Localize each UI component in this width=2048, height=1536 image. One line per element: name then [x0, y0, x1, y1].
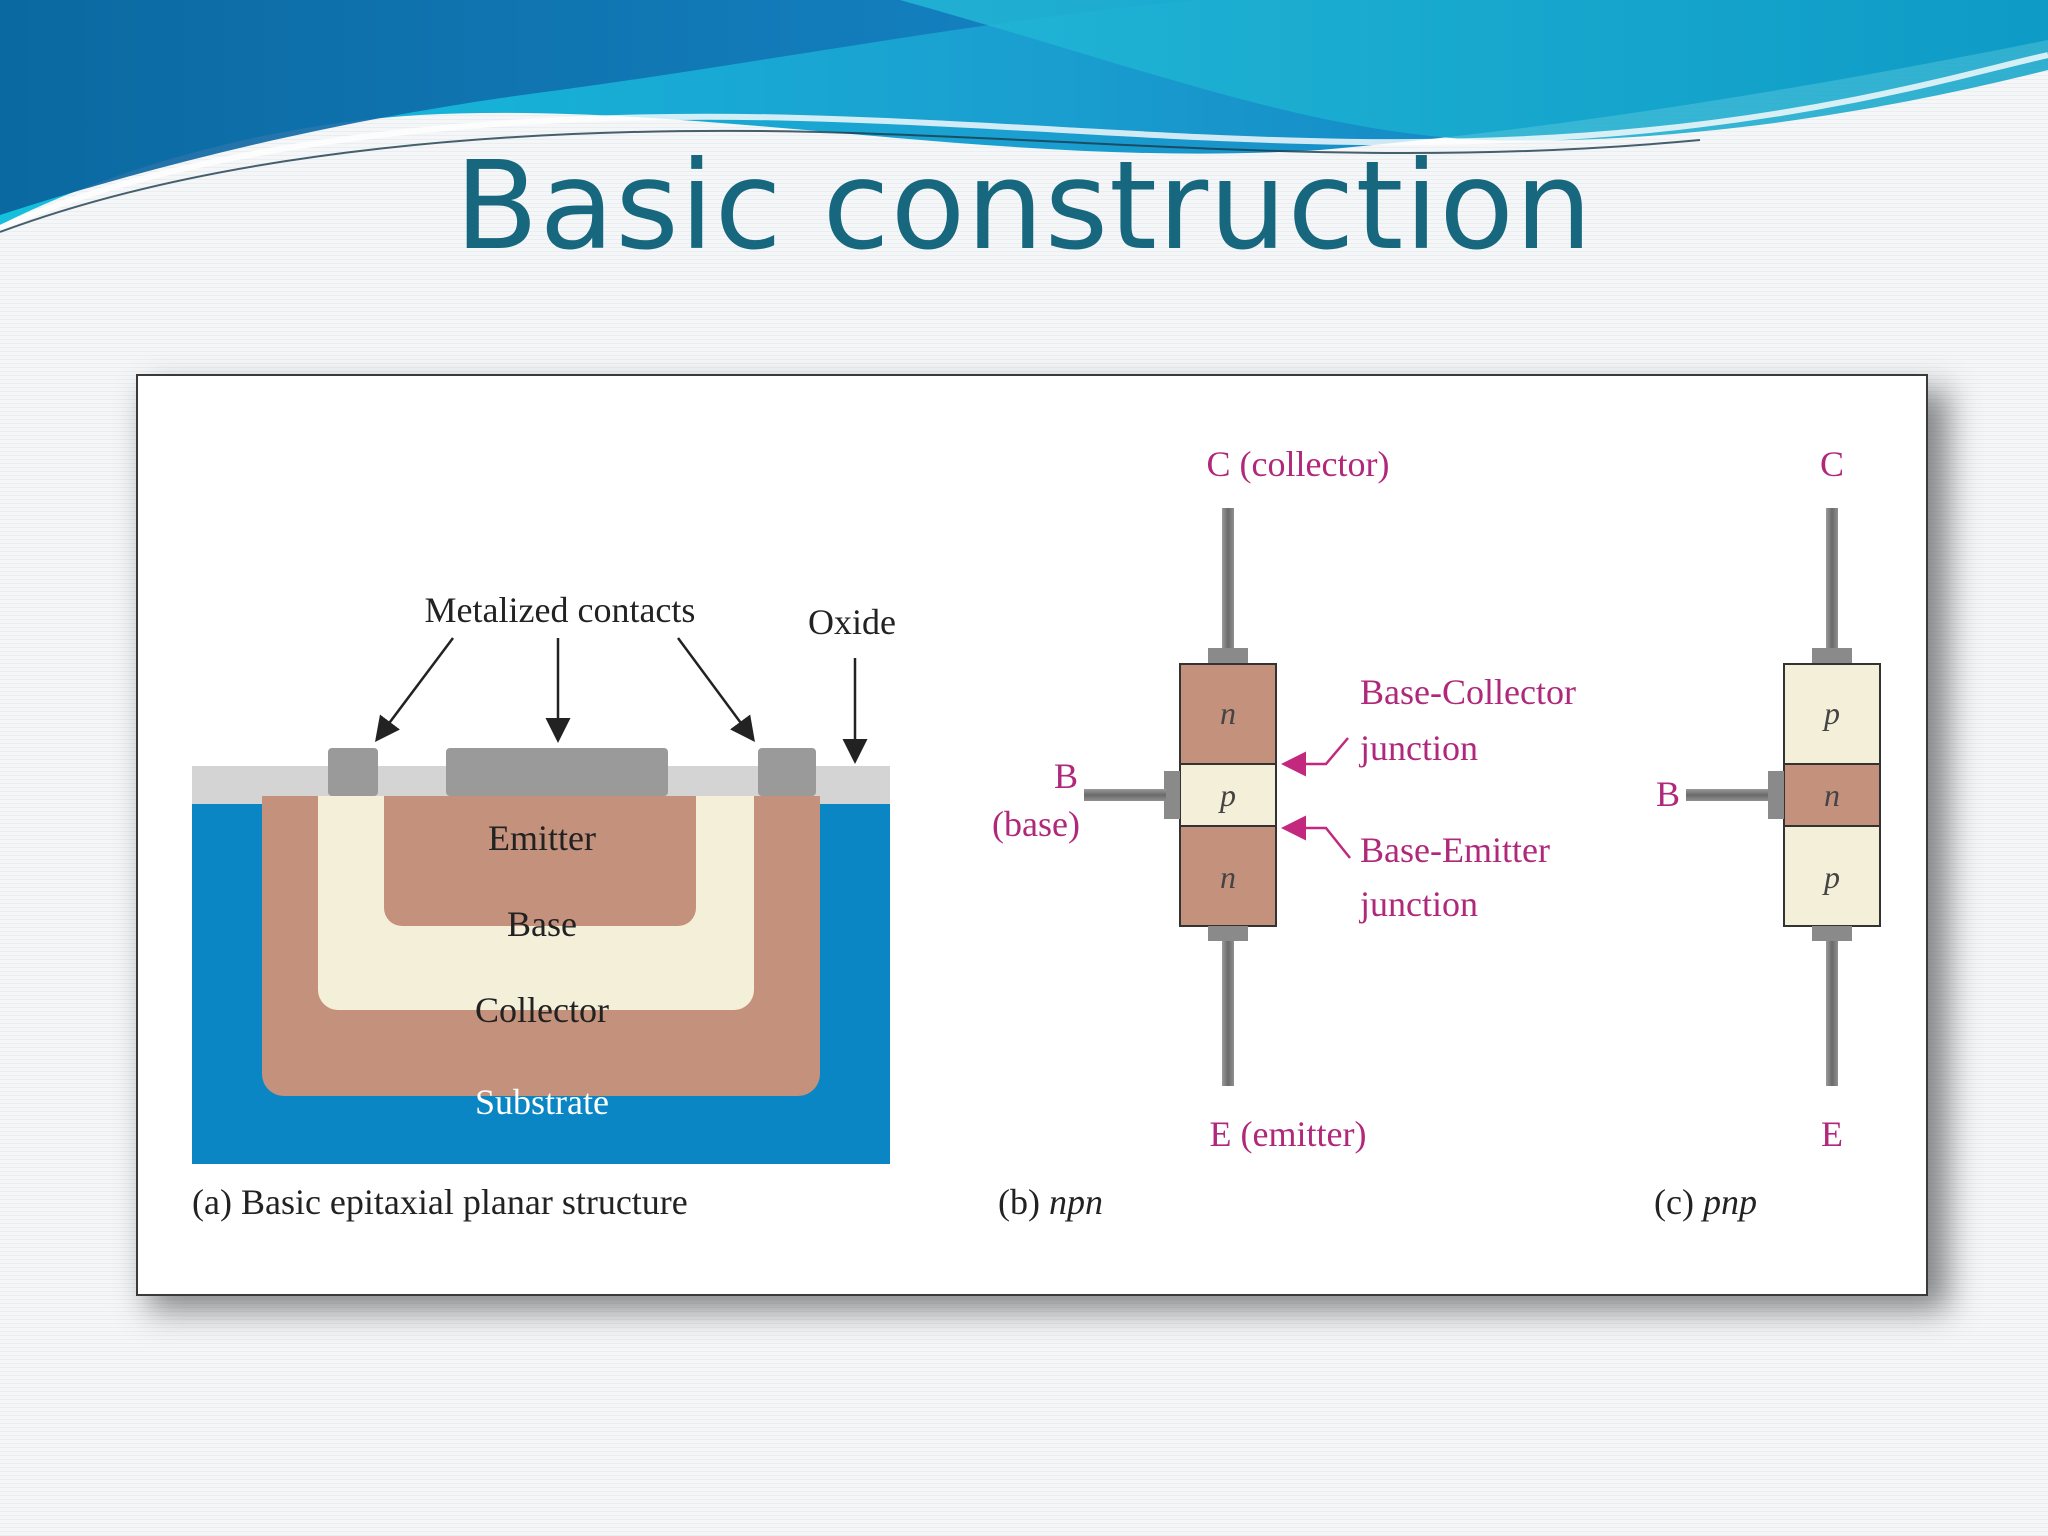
pnp-top-layer-label: p — [1822, 695, 1840, 731]
be-junction-line2: junction — [1358, 884, 1478, 924]
npn-emitter-lead — [1222, 941, 1234, 1086]
pnp-base-lead — [1686, 789, 1768, 801]
contact-arrow-right — [676, 637, 755, 743]
caption-c: (c) pnp — [1654, 1182, 1757, 1222]
emitter-top-fill — [384, 796, 696, 826]
oxide-label: Oxide — [808, 602, 896, 642]
base-label: Base — [507, 904, 577, 944]
npn-collector-cap — [1208, 648, 1248, 663]
npn-collector-label: C (collector) — [1207, 444, 1390, 484]
pnp-collector-lead — [1826, 508, 1838, 653]
planar-structure-diagram: Metalized contacts Oxide Emitter Base Co… — [192, 590, 896, 1222]
bc-junction-line1: Base-Collector — [1360, 672, 1576, 712]
pnp-layer-bot — [1783, 825, 1881, 927]
transistor-figure: Metalized contacts Oxide Emitter Base Co… — [136, 374, 1928, 1296]
caption-b: (b) npn — [998, 1182, 1103, 1222]
pnp-layer-top — [1783, 663, 1881, 765]
pnp-emitter-lead — [1826, 941, 1838, 1086]
npn-base-cap — [1164, 771, 1180, 819]
metal-contact-right — [758, 748, 816, 796]
pnp-collector-cap — [1812, 648, 1852, 663]
pnp-base-cap — [1768, 771, 1784, 819]
npn-layer-mid — [1179, 763, 1277, 827]
pnp-collector-label: C — [1820, 444, 1844, 484]
be-junction-line1: Base-Emitter — [1360, 830, 1550, 870]
emitter-label: Emitter — [488, 818, 596, 858]
metalized-contacts-label: Metalized contacts — [425, 590, 696, 630]
npn-layer-bot — [1179, 825, 1277, 927]
npn-emitter-cap — [1208, 926, 1248, 941]
substrate-label: Substrate — [475, 1082, 609, 1122]
metal-contact-left — [328, 748, 378, 796]
npn-layer-top — [1179, 663, 1277, 765]
npn-mid-layer-label: p — [1218, 777, 1236, 813]
npn-bot-layer-label: n — [1220, 859, 1236, 895]
collector-label: Collector — [475, 990, 609, 1030]
npn-base-lead — [1084, 789, 1166, 801]
contact-arrow-left — [375, 637, 454, 742]
slide-title: Basic construction — [454, 135, 1594, 277]
be-junction-pointer — [1281, 815, 1351, 859]
pnp-diagram: p n p C B E (c) pnp — [1654, 444, 1881, 1222]
metal-contact-center — [446, 748, 668, 796]
bc-junction-pointer — [1281, 737, 1349, 777]
caption-a: (a) Basic epitaxial planar structure — [192, 1182, 688, 1222]
npn-base-letter: B — [1054, 756, 1078, 796]
npn-collector-lead — [1222, 508, 1234, 653]
pnp-bot-layer-label: p — [1822, 859, 1840, 895]
header-wave-decoration — [0, 0, 2048, 233]
npn-emitter-label: E (emitter) — [1210, 1114, 1367, 1154]
bc-junction-line2: junction — [1358, 728, 1478, 768]
pnp-emitter-label: E — [1821, 1114, 1843, 1154]
pnp-emitter-cap — [1812, 926, 1852, 941]
npn-base-word: (base) — [992, 804, 1080, 844]
emitter-region — [384, 796, 696, 926]
npn-diagram: n p n C (collector) B (base) E (emitter)… — [992, 444, 1576, 1222]
pnp-layer-mid — [1783, 763, 1881, 827]
pnp-mid-layer-label: n — [1824, 777, 1840, 813]
pnp-base-label: B — [1656, 774, 1680, 814]
npn-top-layer-label: n — [1220, 695, 1236, 731]
